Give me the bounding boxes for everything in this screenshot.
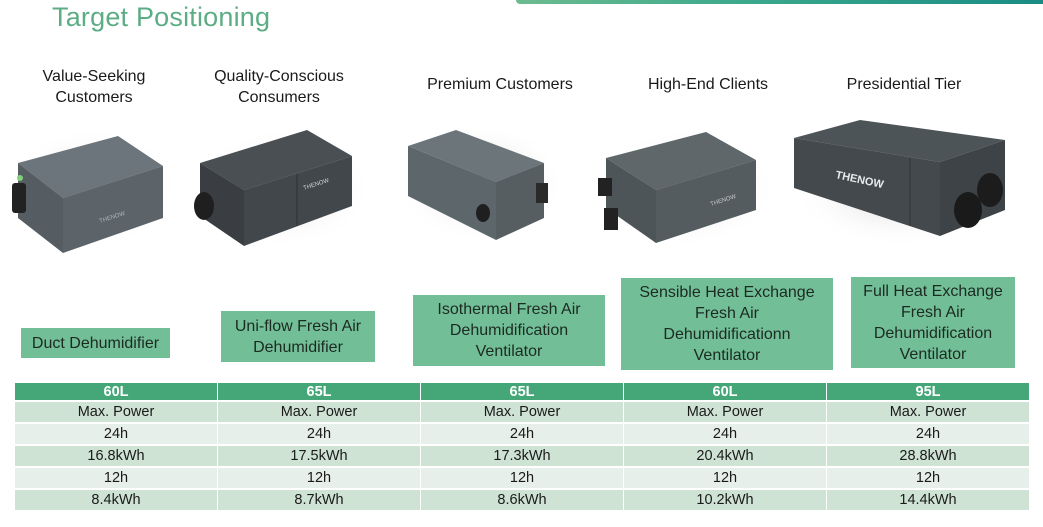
product-type-text: Full Heat Exchange Fresh Air Dehumidific… xyxy=(863,282,1003,363)
capacity-header: 95L xyxy=(826,383,1030,402)
segment-label-value-seeking: Value-Seeking Customers xyxy=(43,66,146,108)
table-cell: 16.8kWh xyxy=(14,445,218,468)
product-type-sensible-heat-ventilator: Sensible Heat Exchange Fresh Air Dehumid… xyxy=(621,278,833,370)
product-type-text: Sensible Heat Exchange Fresh Air Dehumid… xyxy=(639,284,815,364)
table-cell: 24h xyxy=(14,423,218,446)
table-cell: Max. Power xyxy=(826,401,1030,424)
segment-label-text: Presidential Tier xyxy=(846,76,962,93)
product-type-isothermal-ventilator: Isothermal Fresh Air Dehumidification Ve… xyxy=(413,295,605,366)
page-title: Target Positioning xyxy=(52,2,271,32)
table-cell: 20.4kWh xyxy=(623,445,827,468)
table-cell: Max. Power xyxy=(14,401,218,424)
segment-label-presidential: Presidential Tier xyxy=(847,74,962,95)
table-cell: 17.3kWh xyxy=(420,445,624,468)
table-cell: 12h xyxy=(623,467,827,490)
table-cell: 12h xyxy=(217,467,421,490)
product-type-text: Uni-flow Fresh Air Dehumidifier xyxy=(234,317,362,356)
table-cell: 12h xyxy=(14,467,218,490)
product-image-full-heat-ventilator: THENOW xyxy=(790,118,1010,278)
capacity-header: 65L xyxy=(420,383,624,402)
top-accent-bar xyxy=(516,0,1043,4)
table-row: 16.8kWh 17.5kWh 17.3kWh 20.4kWh 28.8kWh xyxy=(14,445,1030,468)
table-row: Max. Power Max. Power Max. Power Max. Po… xyxy=(14,401,1030,424)
specs-header-row: 60L 65L 65L 60L 95L xyxy=(14,383,1030,402)
capacity-header: 60L xyxy=(623,383,827,402)
product-type-full-heat-ventilator: Full Heat Exchange Fresh Air Dehumidific… xyxy=(851,277,1015,368)
table-cell: 14.4kWh xyxy=(826,489,1030,512)
table-cell: 8.6kWh xyxy=(420,489,624,512)
table-cell: 8.7kWh xyxy=(217,489,421,512)
product-type-text: Isothermal Fresh Air Dehumidification Ve… xyxy=(437,301,581,360)
table-cell: 8.4kWh xyxy=(14,489,218,512)
product-image-isothermal-ventilator xyxy=(396,118,566,278)
product-type-text: Duct Dehumidifier xyxy=(31,334,160,352)
table-cell: 24h xyxy=(420,423,624,446)
segment-label-text: Quality-Conscious Consumers xyxy=(214,68,344,106)
segment-label-text: Premium Customers xyxy=(427,76,573,93)
table-cell: 10.2kWh xyxy=(623,489,827,512)
table-cell: 12h xyxy=(420,467,624,490)
table-row: 8.4kWh 8.7kWh 8.6kWh 10.2kWh 14.4kWh xyxy=(14,489,1030,512)
capacity-header: 65L xyxy=(217,383,421,402)
segment-label-text: High-End Clients xyxy=(647,76,769,93)
table-row: 24h 24h 24h 24h 24h xyxy=(14,423,1030,446)
table-cell: 17.5kWh xyxy=(217,445,421,468)
table-cell: 24h xyxy=(217,423,421,446)
product-image-uniflow-dehumidifier: THENOW xyxy=(192,118,372,278)
table-row: 12h 12h 12h 12h 12h xyxy=(14,467,1030,490)
specs-table: 60L 65L 65L 60L 95L Max. Power Max. Powe… xyxy=(14,383,1030,512)
segment-label-quality-conscious: Quality-Conscious Consumers xyxy=(214,66,344,108)
product-image-duct-dehumidifier: THENOW xyxy=(8,118,178,278)
table-cell: 24h xyxy=(826,423,1030,446)
table-cell: Max. Power xyxy=(420,401,624,424)
segment-label-premium: Premium Customers xyxy=(427,74,573,95)
table-cell: 24h xyxy=(623,423,827,446)
table-cell: 12h xyxy=(826,467,1030,490)
product-image-sensible-heat-ventilator: THENOW xyxy=(596,118,776,278)
product-type-uniflow-dehumidifier: Uni-flow Fresh Air Dehumidifier xyxy=(221,311,375,362)
product-type-duct-dehumidifier: Duct Dehumidifier xyxy=(21,328,170,358)
table-cell: Max. Power xyxy=(623,401,827,424)
segment-label-text: Value-Seeking Customers xyxy=(42,68,146,106)
table-cell: 28.8kWh xyxy=(826,445,1030,468)
capacity-header: 60L xyxy=(14,383,218,402)
table-cell: Max. Power xyxy=(217,401,421,424)
segment-label-high-end: High-End Clients xyxy=(648,74,768,95)
